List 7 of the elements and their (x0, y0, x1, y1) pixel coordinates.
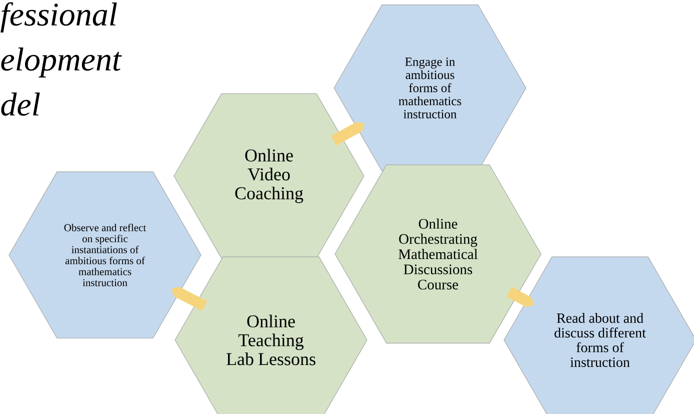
hexagon: Observe and reflect on specific instantiations of ambitious forms of mathematics instruction (8, 172, 202, 338)
hexagon: Read about and discuss different forms of instruction (504, 256, 694, 414)
hexagon: Online Orchestrating Mathematical Discussions Course (334, 164, 542, 344)
hexagon: Online Teaching Lab Lessons (174, 256, 368, 414)
hexagon: Online Video Coaching (174, 93, 364, 259)
title: fessional elopment del (0, 2, 122, 116)
hexagon: Engage in ambitious forms of mathematics instruction (334, 4, 526, 172)
